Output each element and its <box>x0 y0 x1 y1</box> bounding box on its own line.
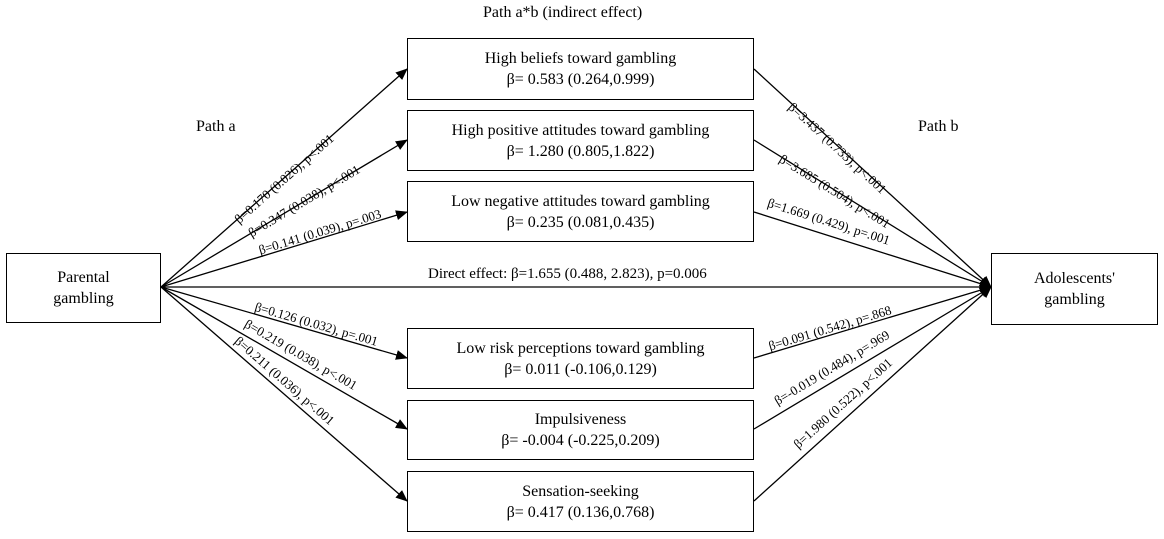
path-b-arrow-2 <box>753 139 992 288</box>
path-a-arrow-6 <box>160 286 408 502</box>
mediator-box-high-positive-attitudes: High positive attitudes toward gambling … <box>407 110 754 171</box>
mediator-box-impulsiveness: Impulsiveness β= -0.004 (-0.225,0.209) <box>407 400 754 460</box>
mediator-beta: β= -0.004 (-0.225,0.209) <box>501 432 660 449</box>
mediator-name: Low negative attitudes toward gambling <box>451 192 710 210</box>
mediator-beta: β= 0.583 (0.264,0.999) <box>506 71 655 88</box>
parental-gambling-line1: Parental <box>57 269 110 286</box>
mediator-name: Sensation-seeking <box>522 482 639 500</box>
path-a-arrow-2 <box>160 139 408 288</box>
path-ab-label: Path a*b (indirect effect) <box>483 4 643 21</box>
path-a-label: Path a <box>196 118 236 135</box>
direct-effect-label: Direct effect: β=1.655 (0.488, 2.823), p… <box>428 266 707 282</box>
path-b-arrow-6 <box>753 286 992 502</box>
path-a-arrow-3 <box>160 210 408 288</box>
path-b-label: Path b <box>918 118 959 135</box>
path-a-arrow-4 <box>160 286 408 360</box>
path-b-arrow-5 <box>753 286 992 430</box>
mediator-box-low-risk-perceptions: Low risk perceptions toward gambling β= … <box>407 328 754 389</box>
path-b-arrow-3 <box>753 211 992 289</box>
path-b-arrow-4 <box>753 285 992 359</box>
mediator-beta: β= 1.280 (0.805,1.822) <box>506 142 655 160</box>
mediator-beta: β= 0.011 (-0.106,0.129) <box>504 360 657 378</box>
mediator-name: Low risk perceptions toward gambling <box>456 339 705 357</box>
path-b-arrow-1 <box>753 68 992 288</box>
adolescents-gambling-line2: gambling <box>1044 291 1105 308</box>
parental-gambling-box: Parental gambling <box>6 253 161 323</box>
mediator-name: Impulsiveness <box>534 411 627 428</box>
path-a-arrow-1 <box>160 68 408 288</box>
adolescents-gambling-line1: Adolescents' <box>1033 270 1116 287</box>
mediator-beta: β= 0.417 (0.136,0.768) <box>506 503 655 521</box>
mediator-name: High positive attitudes toward gambling <box>451 121 710 139</box>
adolescents-gambling-box: Adolescents' gambling <box>991 253 1158 325</box>
mediator-beta: β= 0.235 (0.081,0.435) <box>506 213 655 231</box>
mediator-box-low-negative-attitudes: Low negative attitudes toward gambling β… <box>407 181 754 242</box>
mediator-box-sensation-seeking: Sensation-seeking β= 0.417 (0.136,0.768) <box>407 471 754 532</box>
parental-gambling-line2: gambling <box>53 290 114 307</box>
mediator-name: High beliefs toward gambling <box>484 50 677 67</box>
mediator-box-high-beliefs: High beliefs toward gambling β= 0.583 (0… <box>407 38 754 100</box>
path-a-arrow-5 <box>160 286 408 430</box>
